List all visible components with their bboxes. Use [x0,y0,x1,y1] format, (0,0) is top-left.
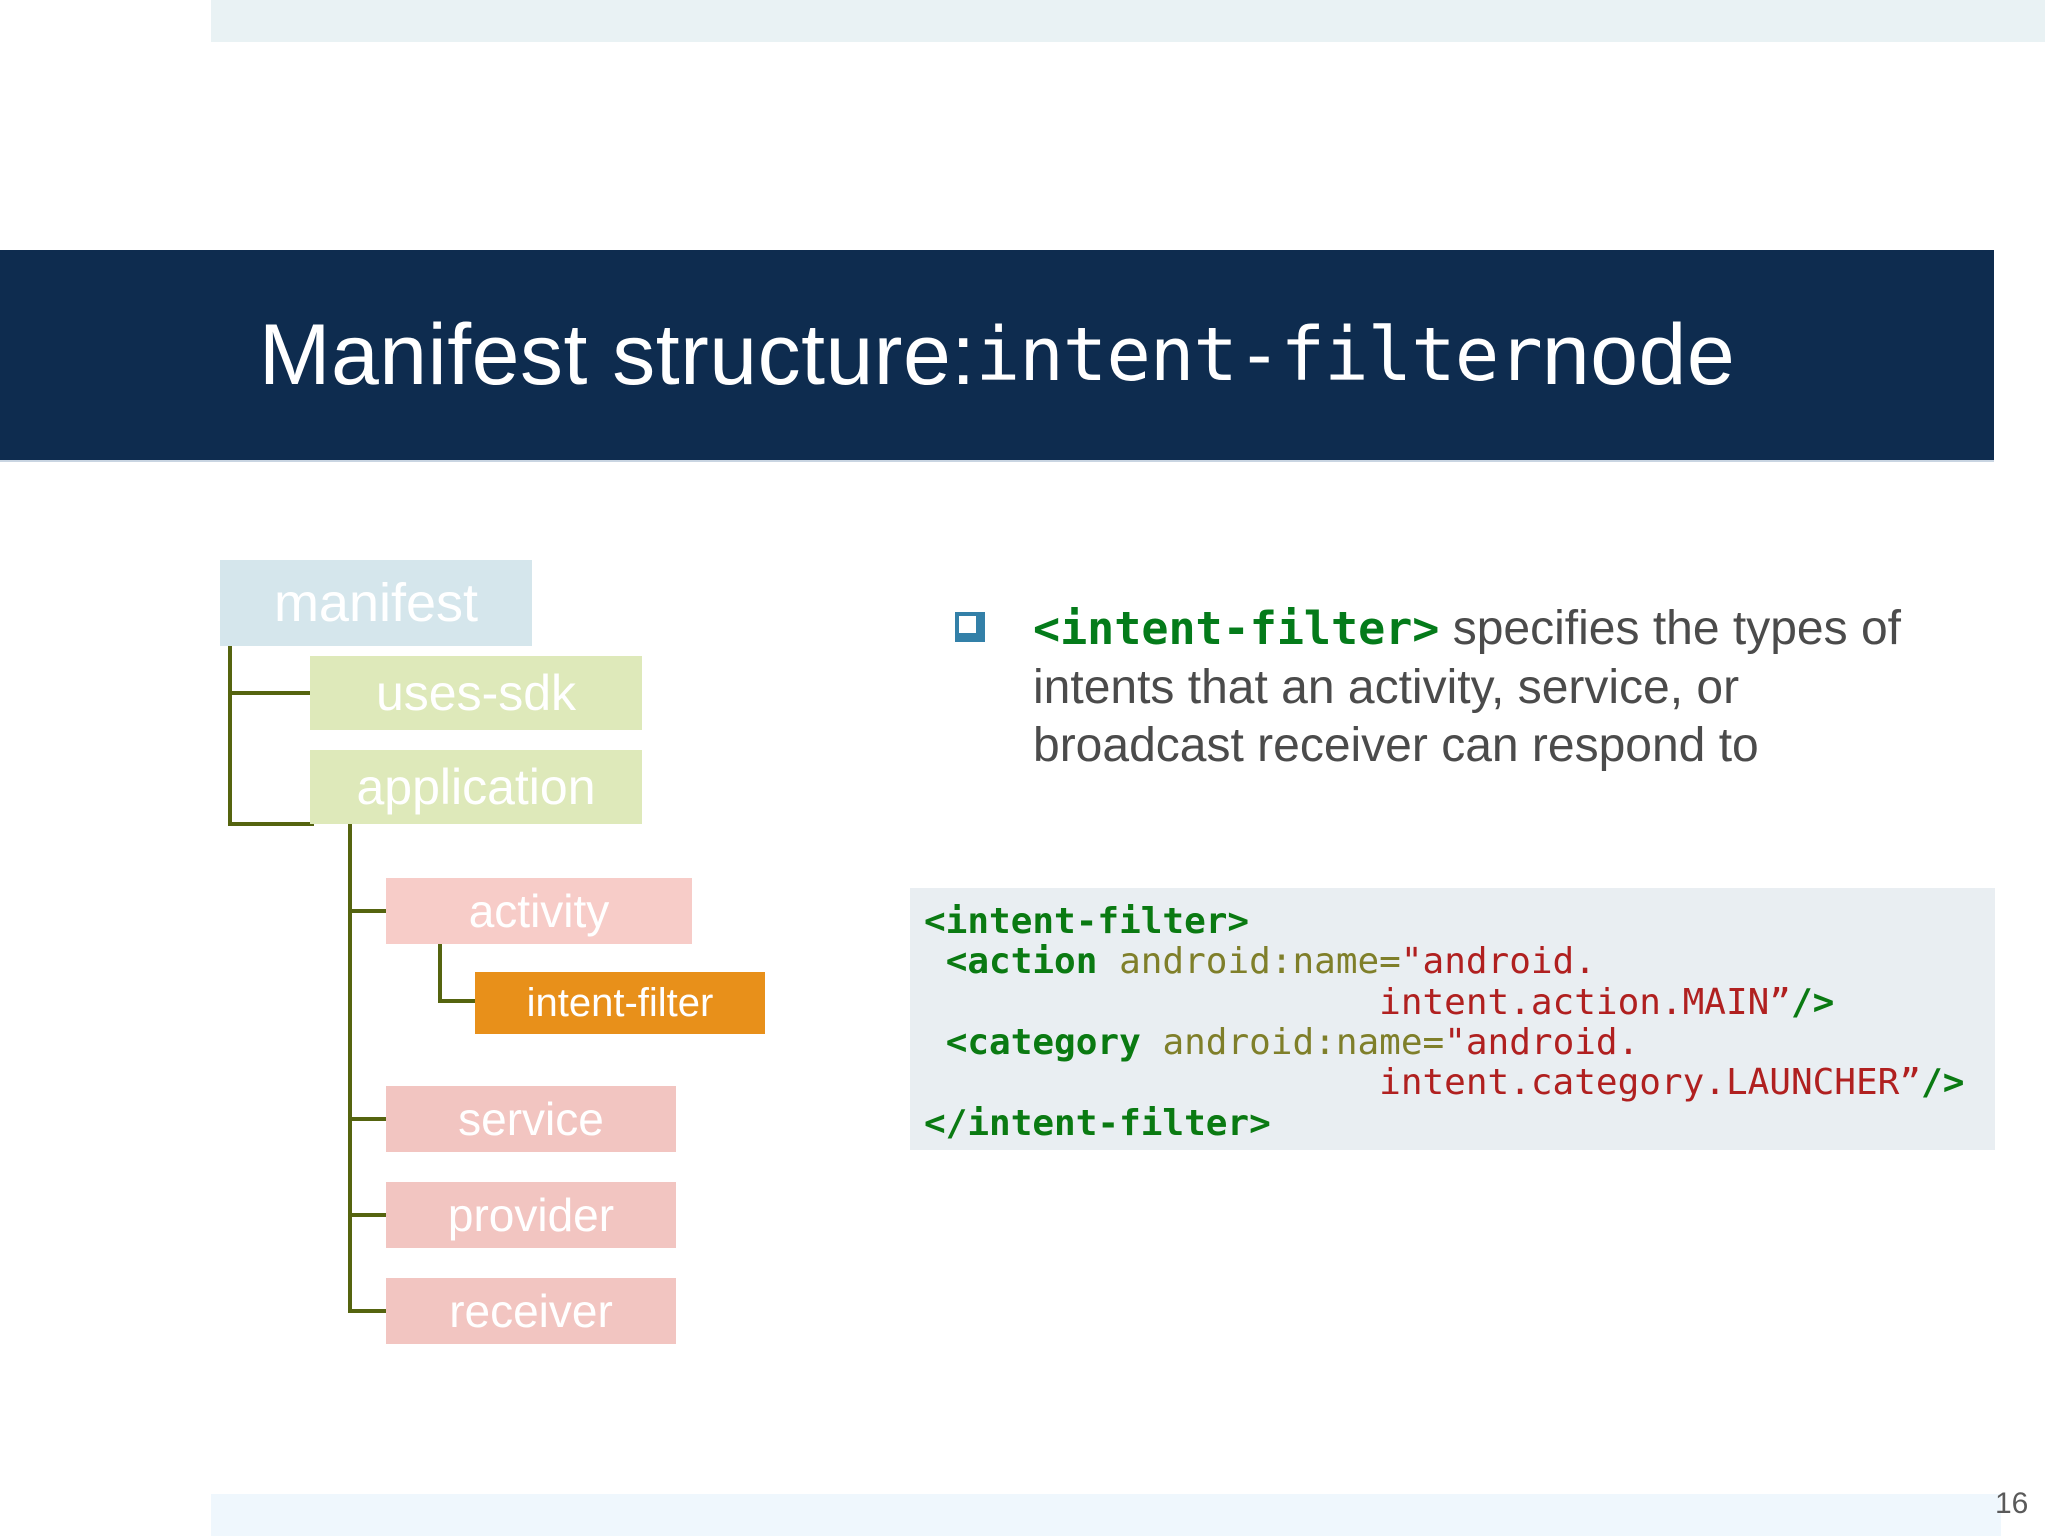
slide-title-banner: Manifest structure: intent-filter node [0,250,1994,462]
bullet-list-item: <intent-filter> specifies the types of i… [955,600,1955,776]
tree-node-receiver[interactable]: receiver [386,1278,676,1344]
bullet-description: specifies the types of intents that an a… [1033,602,1901,773]
tree-connector-vertical-activity [438,944,442,1003]
code-line6-tag: </intent-filter> [924,1102,1271,1144]
xml-code-sample: <intent-filter> <action android:name="an… [910,888,1995,1150]
tree-connector-to-service [348,1117,390,1121]
tree-connector-to-application [228,822,314,826]
code-line2-value: "android. [1400,941,1596,983]
code-line4-value: "android. [1444,1021,1640,1063]
code-line3-tag: /> [1790,981,1835,1023]
tree-connector-to-provider [348,1213,390,1217]
code-line4-tag: <category [945,1021,1141,1063]
tree-node-intent-filter[interactable]: intent-filter [475,972,765,1034]
bullet-code-term: <intent-filter> [1033,602,1440,655]
tree-node-manifest[interactable]: manifest [220,560,532,646]
bullet-text: <intent-filter> specifies the types of i… [1033,600,1955,776]
tree-connector-vertical-application [348,824,352,1312]
page-number: 16 [1995,1487,2029,1520]
code-line2-attr: android:name= [1097,941,1401,983]
tree-connector-to-uses-sdk [228,691,314,695]
manifest-tree-diagram: manifest uses-sdk application activity i… [0,540,820,1344]
tree-connector-to-intent-filter [438,999,480,1003]
tree-node-service[interactable]: service [386,1086,676,1152]
bottom-decorative-strip [211,1494,2001,1536]
code-line5-value: intent.category.LAUNCHER” [1379,1062,1922,1104]
tree-node-provider[interactable]: provider [386,1182,676,1248]
tree-connector-vertical-root [228,646,232,826]
page-title: Manifest structure: intent-filter node [0,250,1994,460]
code-line5-tag: /> [1921,1062,1965,1104]
square-bullet-icon [955,612,985,642]
code-line2-tag: <action [945,941,1098,983]
title-suffix: node [1541,306,1736,403]
tree-connector-to-activity [348,909,390,913]
tree-node-application[interactable]: application [310,750,642,824]
code-line4-attr: android:name= [1140,1021,1445,1063]
tree-node-activity[interactable]: activity [386,878,692,944]
title-prefix: Manifest structure: [258,306,976,403]
code-line3-value: intent.action.MAIN” [1379,981,1791,1023]
tree-node-uses-sdk[interactable]: uses-sdk [310,656,642,730]
top-decorative-strip [211,0,2045,42]
code-line1-tag: <intent-filter> [924,901,1250,942]
tree-connector-to-receiver [348,1309,390,1313]
title-mono-term: intent-filter [975,312,1543,398]
